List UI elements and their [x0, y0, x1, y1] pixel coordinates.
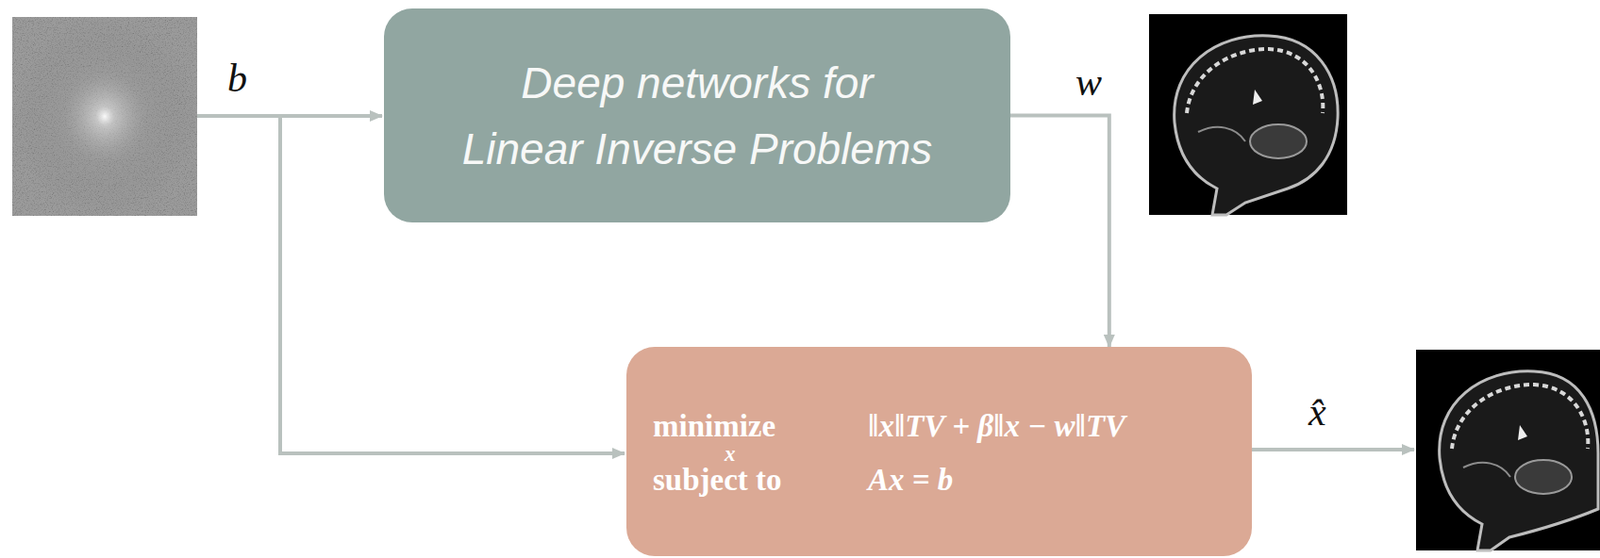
objective-keyword: minimize — [652, 409, 776, 444]
optimization-box: minimizex‖x‖TV + β‖x − w‖TVsubject toAx … — [626, 347, 1252, 557]
constraint-formula: Ax = b — [867, 463, 953, 498]
constraint-keyword: subject to — [652, 463, 783, 498]
input-signal-label: b — [224, 56, 250, 100]
output-wire — [1251, 448, 1415, 452]
output-label: x̂ — [1305, 390, 1330, 434]
objective-formula: ‖x‖TV + β‖x − w‖TV — [867, 409, 1126, 444]
brain-image-estimate — [1149, 14, 1348, 216]
brain-image-output — [1416, 350, 1600, 551]
estimate-connector — [1010, 116, 1110, 349]
estimate-label: w — [1072, 60, 1105, 104]
input-wire — [197, 114, 383, 118]
network-title: Deep networks for Linear Inverse Problem… — [460, 50, 934, 183]
kspace-image — [12, 16, 198, 217]
network-box: Deep networks for Linear Inverse Problem… — [383, 8, 1011, 223]
